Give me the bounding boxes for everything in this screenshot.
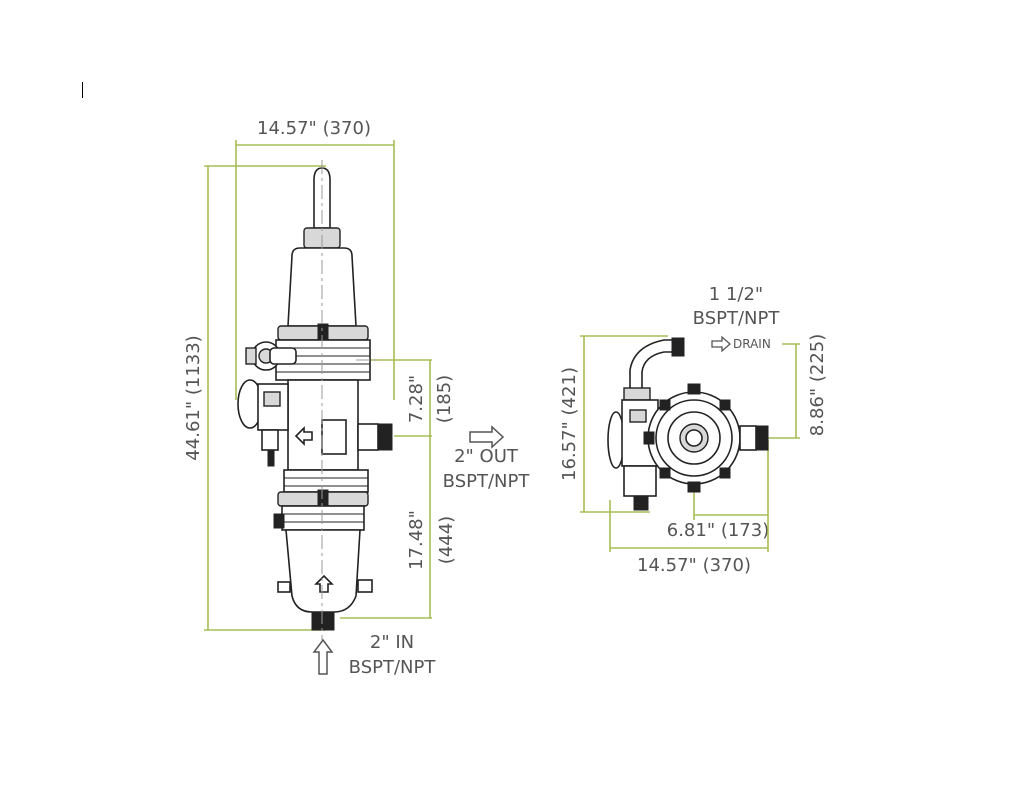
top-view-body [607,337,769,511]
inlet-outlet-distance-in: 17.48" [406,510,427,570]
outlet-arrow-icon [469,425,505,449]
outlet-label-line2: BSPT/NPT [443,471,531,492]
inlet-label-line1: 2" IN [370,632,414,653]
outlet-label-line1: 2" OUT [454,446,519,467]
outlet-dimensions [340,359,432,619]
inlet-outlet-distance-mm: (444) [436,516,457,564]
text-cursor [82,82,83,98]
top-height-dimension [580,335,668,513]
front-width-label: 14.57" (370) [257,118,371,139]
outlet-height-in: 7.28" [406,375,427,423]
drain-size-line1: 1 1/2" [709,284,763,305]
front-width-dimension [235,140,395,400]
top-offset-label: 6.81" (173) [667,520,769,541]
top-view: 1 1/2" BSPT/NPT DRAIN 16.57" (421) 8.86"… [559,284,828,576]
drain-size-line2: BSPT/NPT [693,308,781,329]
drain-label: DRAIN [733,337,771,351]
drain-arrow-icon [711,335,731,353]
filter-body [237,160,393,640]
inlet-arrow-icon [312,638,334,675]
inlet-label-line2: BSPT/NPT [349,657,437,678]
front-height-label: 44.61" (1133) [183,335,204,460]
top-offset-dimension [693,440,769,520]
top-width-label: 14.57" (370) [637,555,751,576]
top-width-dimension [609,500,769,552]
drain-height-dimension [766,343,800,439]
drain-height-label: 8.86" (225) [807,334,828,436]
front-view: 14.57" (370) 44.61" (1133) 7.28" (185) 1… [183,118,530,678]
outlet-height-mm: (185) [434,375,455,423]
front-height-dimension [204,165,326,631]
top-height-label: 16.57" (421) [559,367,580,481]
